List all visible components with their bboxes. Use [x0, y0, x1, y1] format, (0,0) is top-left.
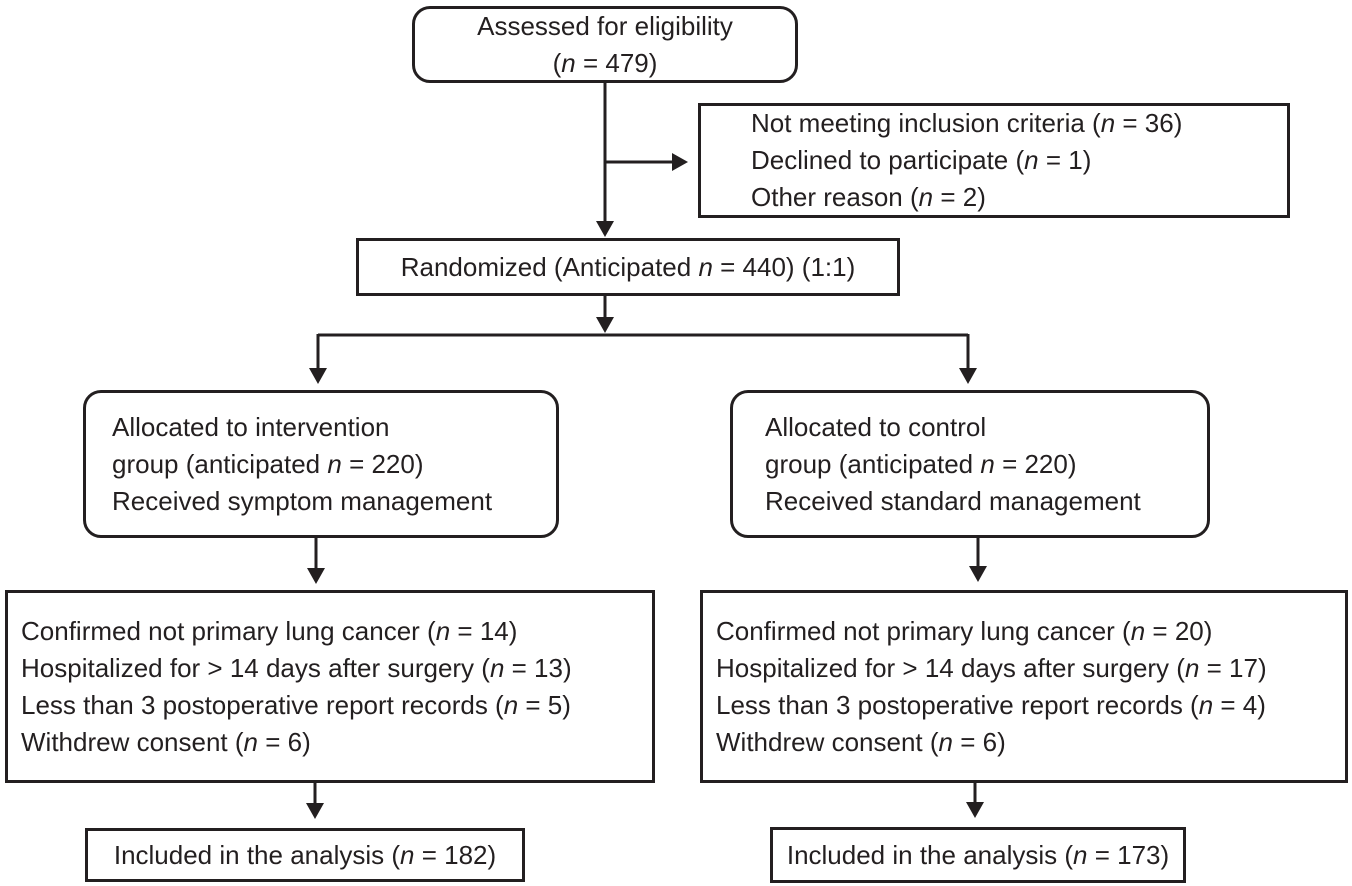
- arrow-control-to-exclusions: [969, 537, 987, 582]
- alloc-intervention-line-3: Received symptom management: [112, 485, 493, 516]
- excl-control-line-4: Withdrew consent (n = 6): [716, 726, 1006, 757]
- arrow-assessed-to-randomized: [596, 83, 614, 237]
- arrow-randomized-to-splitter: [596, 296, 614, 333]
- excl-intervention-line-2: Hospitalized for > 14 days after surgery…: [21, 652, 572, 683]
- excl-intervention-line-3: Less than 3 postoperative report records…: [21, 689, 571, 720]
- assessed-line-2: (n = 479): [552, 47, 658, 78]
- alloc-control-line-3: Received standard management: [765, 485, 1141, 516]
- allocated-control-box: Allocated to control group (anticipated …: [730, 390, 1210, 538]
- analysis-control-line-1: Included in the analysis (n = 173): [786, 839, 1170, 870]
- arrow-intervention-to-exclusions: [307, 537, 325, 584]
- analysis-intervention-line-1: Included in the analysis (n = 182): [113, 839, 497, 870]
- arrow-splitter-to-intervention: [309, 334, 327, 384]
- arrow-intervention-to-analysis: [306, 783, 324, 819]
- alloc-control-line-2: group (anticipated n = 220): [765, 448, 1077, 479]
- excl-intervention-line-4: Withdrew consent (n = 6): [21, 726, 311, 757]
- arrow-to-excluded-top: [605, 153, 688, 171]
- arrow-splitter-to-control: [959, 334, 977, 384]
- randomized-box: Randomized (Anticipated n = 440) (1:1): [356, 238, 900, 296]
- excl-control-line-2: Hospitalized for > 14 days after surgery…: [716, 652, 1267, 683]
- randomized-line-1: Randomized (Anticipated n = 440) (1:1): [400, 251, 856, 282]
- excluded-intervention-box: Confirmed not primary lung cancer (n = 1…: [5, 590, 655, 783]
- arrow-control-to-analysis: [966, 783, 984, 818]
- excluded-top-line-2: Declined to participate (n = 1): [751, 145, 1092, 175]
- excl-control-line-1: Confirmed not primary lung cancer (n = 2…: [716, 615, 1213, 646]
- alloc-control-line-1: Allocated to control: [765, 411, 987, 442]
- excluded-before-randomization-box: Not meeting inclusion criteria (n = 36) …: [698, 103, 1290, 218]
- excluded-control-box: Confirmed not primary lung cancer (n = 2…: [700, 590, 1348, 783]
- analysis-control-box: Included in the analysis (n = 173): [770, 827, 1186, 883]
- assessed-eligibility-box: Assessed for eligibility (n = 479): [412, 6, 798, 83]
- alloc-intervention-line-1: Allocated to intervention: [112, 411, 390, 442]
- excluded-top-line-3: Other reason (n = 2): [751, 182, 986, 212]
- assessed-line-1: Assessed for eligibility: [477, 10, 733, 41]
- excluded-top-line-1: Not meeting inclusion criteria (n = 36): [751, 108, 1183, 138]
- excl-intervention-line-1: Confirmed not primary lung cancer (n = 1…: [21, 615, 518, 646]
- excl-control-line-3: Less than 3 postoperative report records…: [716, 689, 1266, 720]
- analysis-intervention-box: Included in the analysis (n = 182): [85, 828, 525, 882]
- allocated-intervention-box: Allocated to intervention group (anticip…: [83, 390, 559, 538]
- alloc-intervention-line-2: group (anticipated n = 220): [112, 448, 424, 479]
